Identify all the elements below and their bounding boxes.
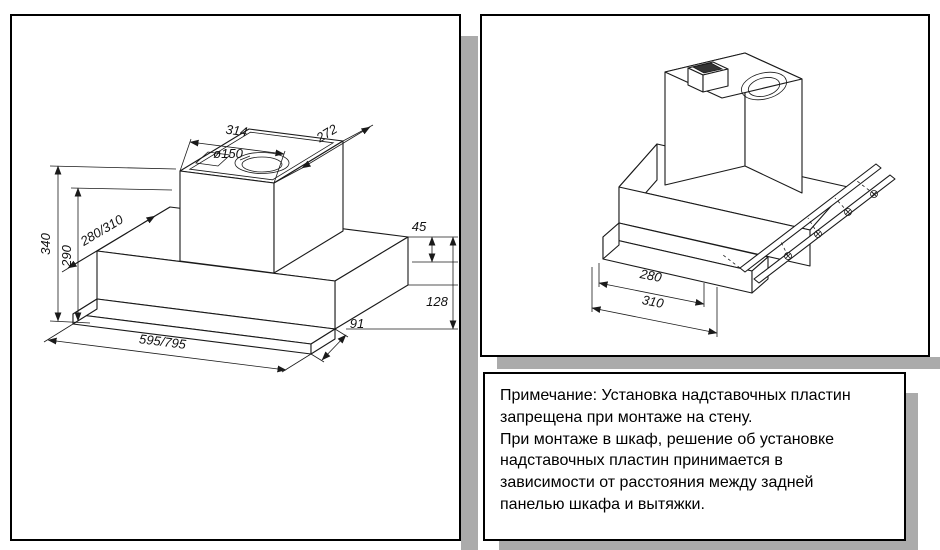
note-box: Примечание: Установка надставочных пласт… [483,372,906,541]
duct-hole-inner [747,77,781,97]
note-text: Примечание: Установка надставочных пласт… [500,387,851,513]
dim-label-width-options: 595/795 [138,331,187,352]
screw [870,190,878,198]
dim-label-depth-with-plates: 310 [641,292,666,311]
extension-plate-2 [753,174,896,284]
screw [844,208,852,216]
dim-label-height-total: 340 [38,232,53,254]
dim-label-height-inner: 290 [59,244,74,267]
control-box [687,61,729,93]
duct-spigot-inner [241,156,283,173]
dim-label-depth-without-plates: 280 [638,266,664,285]
dimensions-diagram-panel: 314 272 ø150 340 290 280/310 45 128 91 5… [10,14,461,541]
right-panel-shadow [497,357,940,369]
note-box-shadow-right [906,393,918,550]
left-panel-shadow [461,36,478,550]
dim-label-top-width: 314 [225,122,248,140]
extension-plates [722,163,896,284]
dim-label-duct-diameter: ø150 [213,146,243,161]
duct-hole-outer [741,71,787,101]
screw [814,230,822,238]
telescopic-visor [602,222,769,294]
chimney-box [664,52,803,194]
dim-label-rear-height: 45 [412,219,427,234]
hood-dimensions-drawing: 314 272 ø150 340 290 280/310 45 128 91 5… [38,121,458,373]
dim-label-visor-extension: 91 [350,316,364,331]
note-box-shadow-bottom [499,541,918,550]
dim-label-side-height: 128 [426,294,448,309]
control-screen [691,62,724,74]
dimension-annotations: 280 310 [591,263,718,337]
mounting-plates-diagram-panel: 280 310 [480,14,930,357]
hood-mounting-drawing: 280 310 [591,52,896,337]
extension-plate-1 [739,163,882,273]
screw [784,252,792,260]
